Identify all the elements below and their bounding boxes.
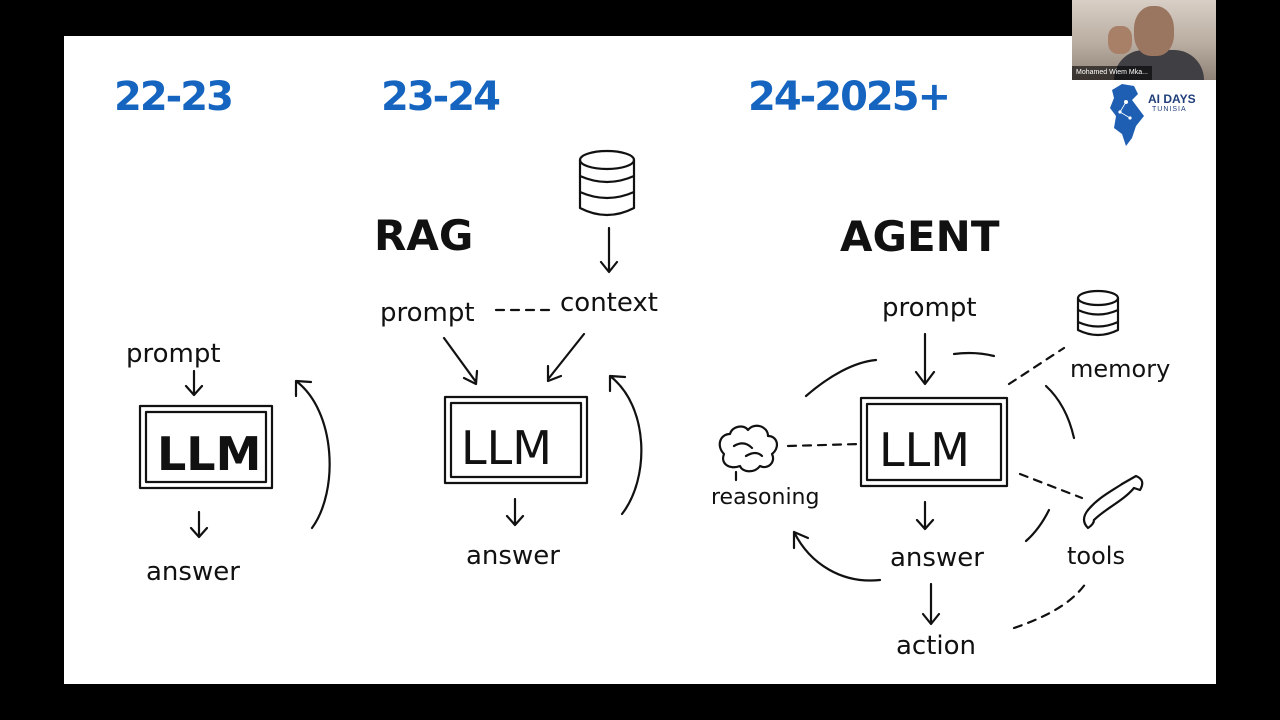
agent-title: AGENT xyxy=(840,212,1000,261)
col2-context-label: context xyxy=(560,288,658,318)
col3-loop-arc-top-left xyxy=(804,358,878,398)
col1-prompt-label: prompt xyxy=(126,339,221,369)
presenter-avatar xyxy=(1134,6,1174,56)
col3-arrow-llm-to-answer xyxy=(915,500,935,531)
col3-answer-label: answer xyxy=(890,543,984,573)
plain-llm-flow: prompt LLM answer xyxy=(126,339,331,587)
tunisia-map-icon xyxy=(1110,84,1144,146)
slide: 22-23 23-24 24-2025+ prompt LLM answer R… xyxy=(64,36,1216,684)
col2-arrow-context-to-llm xyxy=(546,332,586,383)
col3-tools-label: tools xyxy=(1067,542,1125,570)
col3-llm-label: LLM xyxy=(879,423,970,477)
col2-llm-label: LLM xyxy=(461,421,552,475)
col3-loop-arc-right xyxy=(1044,384,1076,440)
col1-arrow-llm-to-answer xyxy=(189,510,209,539)
col2-arrow-llm-to-answer xyxy=(505,497,525,527)
database-icon xyxy=(1076,289,1120,337)
logo-title: AI DAYS xyxy=(1148,92,1196,106)
col3-prompt-label: prompt xyxy=(882,293,977,323)
agent-flow: AGENT prompt LLM memory reasoning xyxy=(711,212,1170,661)
col3-tools-action-link xyxy=(1012,578,1090,630)
col3-reasoning-label: reasoning xyxy=(711,485,819,510)
presenter-name: Mohamed Wiem Mka... xyxy=(1072,66,1152,80)
col2-llm-box-inner xyxy=(449,401,583,479)
col2-arrow-prompt-to-llm xyxy=(442,336,479,386)
presenter-webcam: Mohamed Wiem Mka... xyxy=(1072,0,1216,80)
col1-llm-box-inner xyxy=(144,410,268,484)
rag-title: RAG xyxy=(374,211,473,260)
col3-arrow-answer-to-action xyxy=(921,582,941,626)
col3-loop-arc-lower-right xyxy=(1024,508,1051,543)
era-heading-2024-2025: 24-2025+ xyxy=(748,74,951,120)
col3-llm-box-inner xyxy=(865,402,1003,482)
logo-subtitle: TUNISIA xyxy=(1152,106,1187,113)
rag-flow: RAG prompt context LLM answer xyxy=(374,149,658,571)
col3-arrow-prompt-to-llm xyxy=(914,332,936,386)
col3-llm-tools-link xyxy=(1018,472,1084,500)
col1-answer-label: answer xyxy=(146,557,240,587)
col3-llm-box xyxy=(859,396,1009,488)
col2-prompt-label: prompt xyxy=(380,298,475,328)
col3-memory-label: memory xyxy=(1070,355,1170,383)
col1-llm-label: LLM xyxy=(157,427,261,481)
col2-answer-label: answer xyxy=(466,541,560,571)
llm-evolution-diagram: prompt LLM answer RAG prompt context xyxy=(126,149,1170,661)
col3-llm-memory-link xyxy=(1007,346,1066,386)
col3-action-label: action xyxy=(896,631,976,661)
brain-icon xyxy=(718,424,778,482)
database-icon xyxy=(578,149,636,217)
col2-feedback-loop-arrow xyxy=(608,374,643,516)
col3-loop-arrow-answer-to-reasoning xyxy=(792,530,882,582)
col3-loop-arc-top xyxy=(952,351,996,358)
col3-llm-reasoning-link xyxy=(786,442,862,448)
era-heading-2022-2023: 22-23 xyxy=(114,74,234,120)
ai-days-logo: AI DAYS TUNISIA xyxy=(1100,80,1210,150)
col2-arrow-db-to-context xyxy=(599,226,619,274)
col1-arrow-prompt-to-llm xyxy=(184,369,204,397)
col1-feedback-loop-arrow xyxy=(294,379,331,530)
col2-llm-box xyxy=(443,395,589,485)
col1-llm-box xyxy=(138,404,274,490)
era-heading-2023-2024: 23-24 xyxy=(381,74,501,120)
pliers-icon xyxy=(1082,474,1144,530)
